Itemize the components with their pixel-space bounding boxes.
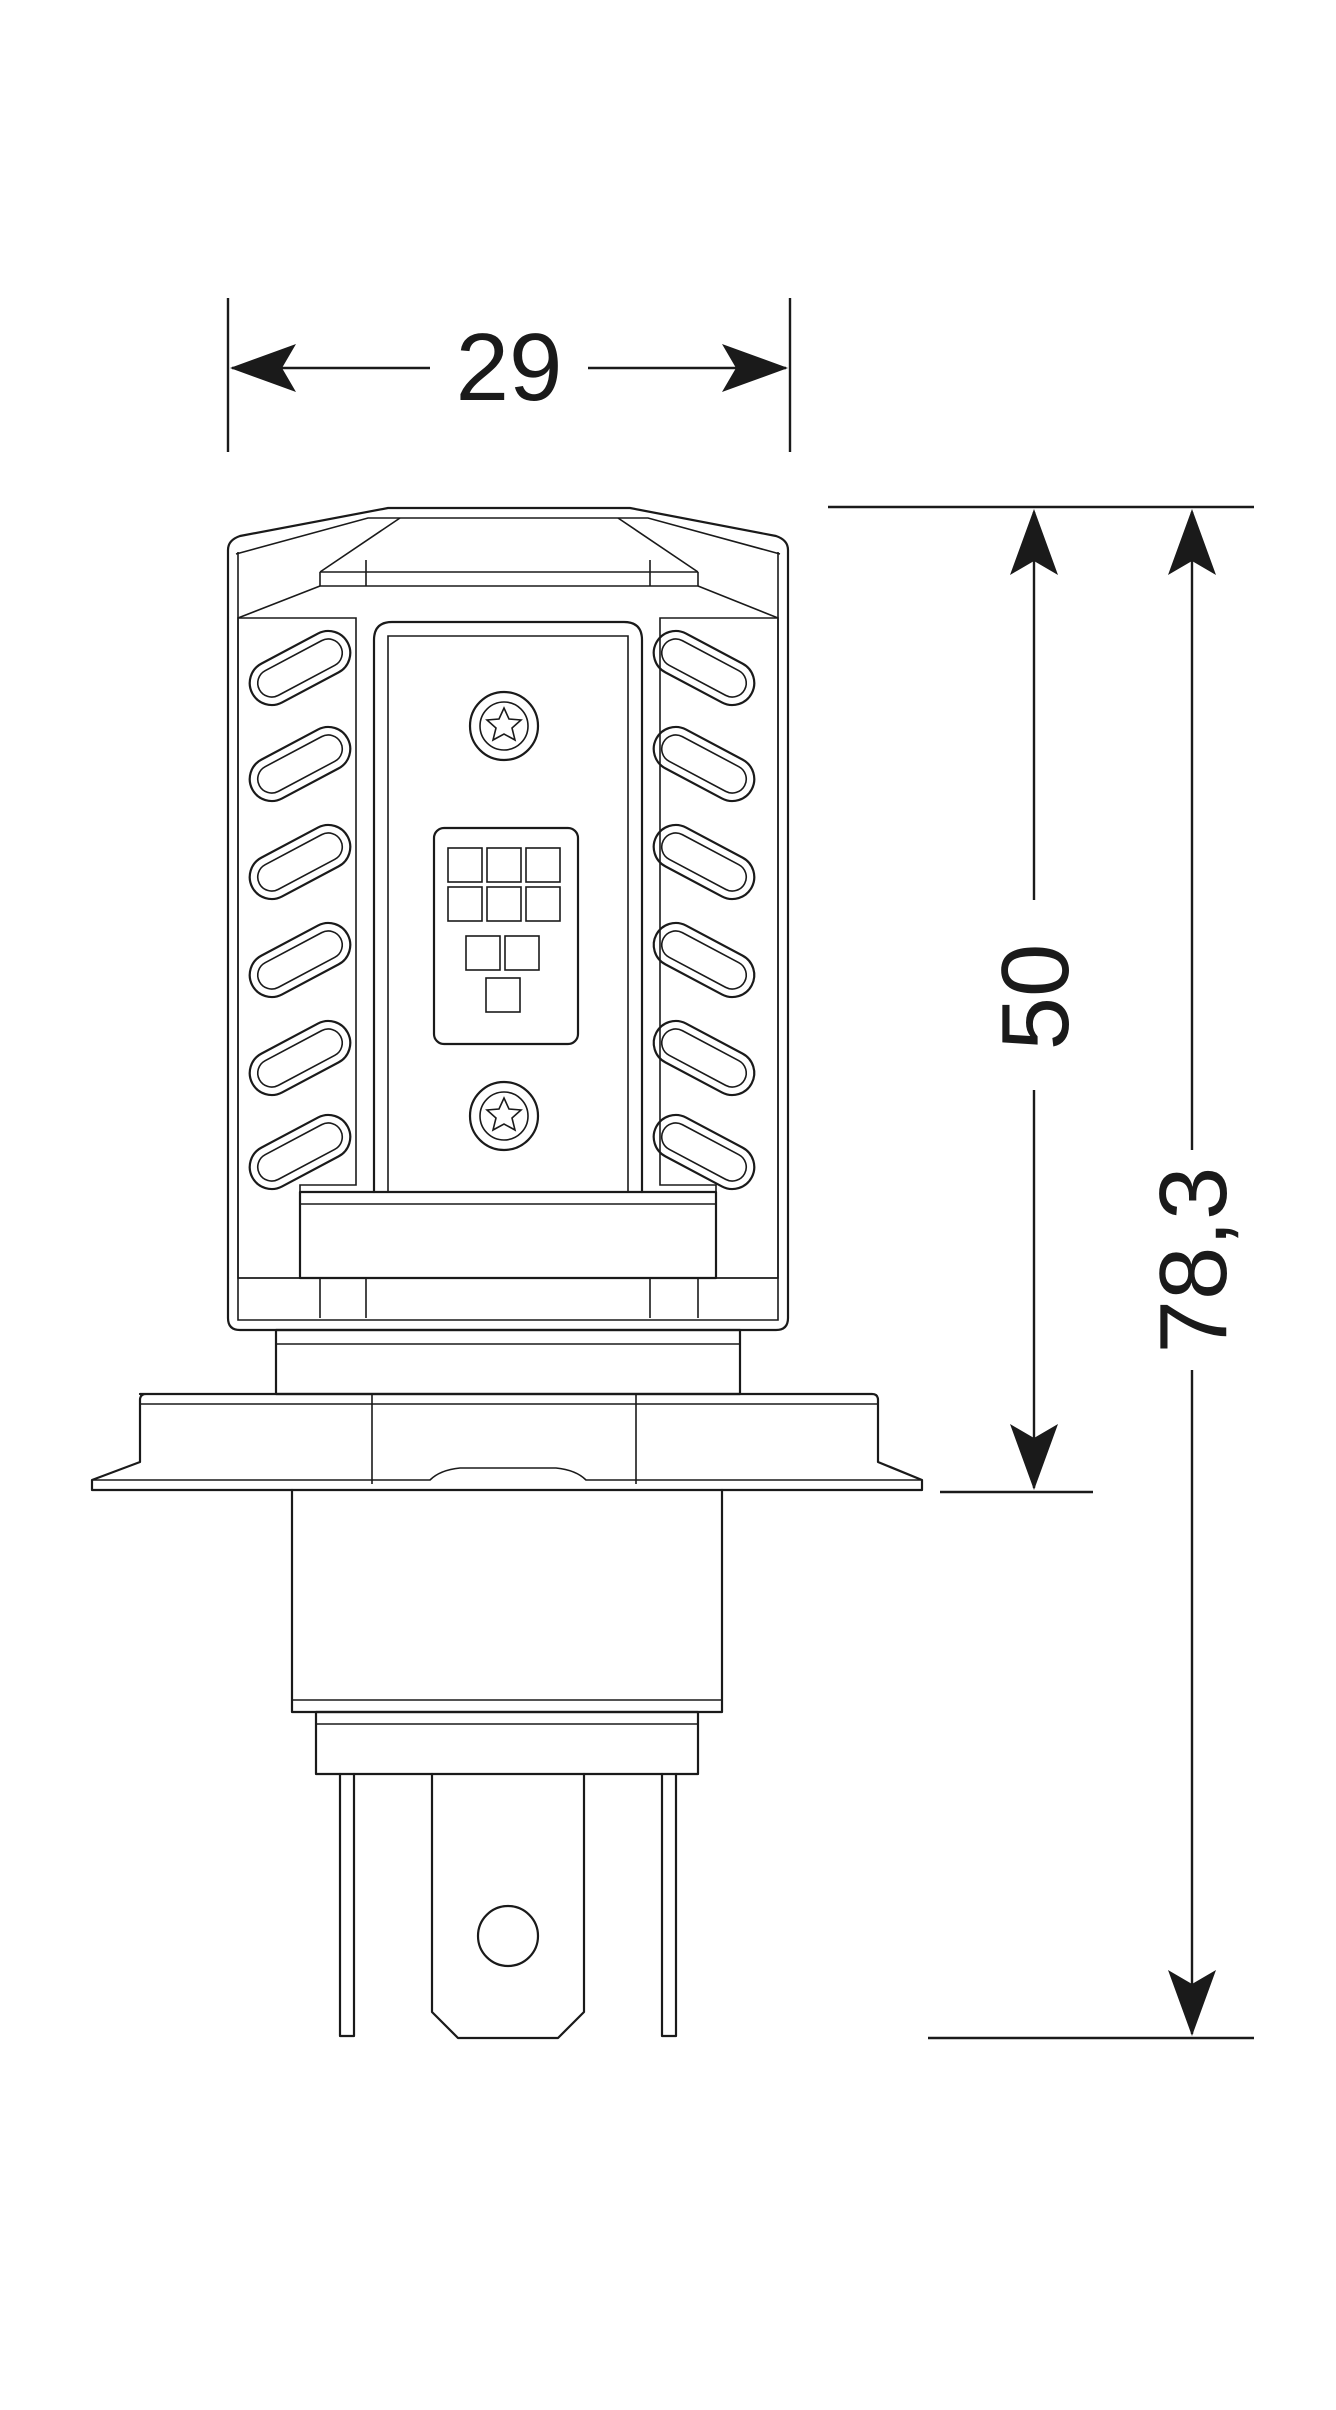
housing-outline (226, 506, 790, 1332)
lower-band (238, 1277, 778, 1318)
right-cooling-fins (652, 629, 756, 1191)
left-cooling-fins (248, 629, 352, 1191)
center-pin-hole (476, 1904, 540, 1968)
lower-collar (298, 1190, 718, 1280)
width-arrow-right (722, 344, 788, 392)
overall-arrow-bottom (1168, 1970, 1216, 2036)
right-pin (660, 1772, 678, 2038)
flange-tab (92, 1467, 922, 1481)
bulb-base (290, 1488, 724, 1776)
height-arrow-top (1010, 509, 1058, 575)
bulb-body (226, 506, 790, 1332)
bulb-flange (90, 1328, 924, 1492)
base-socket (314, 1710, 700, 1776)
overall-dimension: 78,3 (928, 509, 1254, 2040)
led-plate-inner (387, 635, 629, 1192)
cap-side-bevels (237, 585, 779, 619)
neck (274, 1328, 742, 1396)
overall-arrow-top (1168, 509, 1216, 575)
screw-top-icon (468, 690, 540, 762)
cap-facet-lines (319, 517, 699, 573)
flange-plate (90, 1392, 924, 1492)
flange-lines (140, 1394, 878, 1484)
width-arrow-left (230, 344, 296, 392)
cap-outer-edge (235, 517, 781, 555)
height-dimension: 50 (828, 505, 1254, 1494)
base-body (290, 1488, 724, 1714)
width-dimension: 29 (226, 298, 792, 452)
bulb-pins (338, 1772, 678, 2040)
center-pin (430, 1772, 586, 2040)
height-label: 50 (982, 944, 1089, 1051)
screw-bottom-icon (468, 1080, 540, 1152)
cap-band-ticks (365, 560, 651, 586)
cap-band (319, 571, 699, 587)
led-plate (372, 620, 644, 1194)
right-fin-frame (659, 617, 779, 1279)
width-label: 29 (456, 314, 563, 421)
led-chip (432, 826, 580, 1046)
left-pin (338, 1772, 356, 2038)
overall-label: 78,3 (1140, 1167, 1247, 1354)
height-arrow-bottom (1010, 1424, 1058, 1490)
